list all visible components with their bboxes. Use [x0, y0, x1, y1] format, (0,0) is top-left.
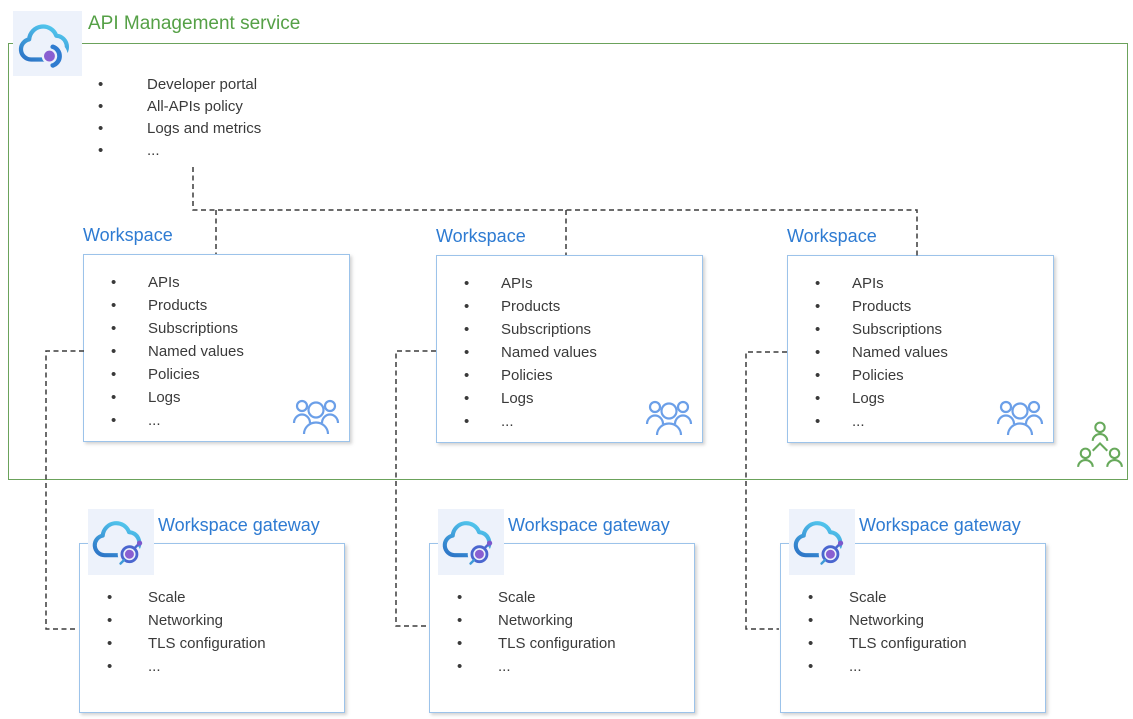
gateway-feature-list: •Scale •Networking •TLS configuration •.… [457, 586, 616, 678]
gateway-cloud-icon [789, 509, 855, 575]
service-title: API Management service [88, 13, 301, 34]
workspace-item-label: Logs [852, 390, 885, 407]
bullet: • [98, 142, 104, 159]
workspace-title: Workspace [436, 226, 526, 246]
list-item: • All-APIs policy [98, 96, 261, 118]
list-item: • Logs and metrics [98, 118, 261, 140]
service-item-label: All-APIs policy [147, 98, 243, 115]
workspace-item-label: Policies [852, 367, 904, 384]
gateway-item-label: Scale [498, 589, 536, 606]
team-people-icon [995, 394, 1045, 436]
workspace-item-label: APIs [852, 275, 884, 292]
gateway-item-label: Networking [849, 612, 925, 629]
workspace-2: Workspace •APIs •Products •Subscriptions… [436, 226, 703, 443]
gateway-item-label: Scale [148, 589, 186, 606]
workspace-box: •APIs •Products •Subscriptions •Named va… [83, 254, 350, 442]
workspace-item-label: Products [501, 298, 561, 315]
workspace-item-label: Policies [148, 366, 200, 383]
workspace-1: Workspace •APIs •Products •Subscriptions… [83, 225, 350, 442]
gateway-item-label: TLS configuration [498, 635, 616, 652]
api-management-icon [13, 11, 82, 76]
workspace-item-label: APIs [501, 275, 533, 292]
api-management-cloud-glyph [18, 23, 69, 71]
gateway-item-label: ... [148, 658, 161, 675]
bullet: • [98, 76, 104, 93]
gateway-item-label: Networking [498, 612, 574, 629]
bullet: • [98, 120, 104, 137]
workspace-item-label: APIs [148, 274, 180, 291]
service-item-label: ... [147, 142, 160, 159]
gateway-feature-list: •Scale •Networking •TLS configuration •.… [107, 586, 266, 678]
workspace-item-label: ... [852, 413, 865, 430]
workspace-item-label: Logs [148, 389, 181, 406]
workspace-feature-list: •APIs •Products •Subscriptions •Named va… [815, 272, 948, 433]
workspace-item-label: Logs [501, 390, 534, 407]
workspace-title: Workspace [83, 225, 173, 245]
gateway-box: •Scale •Networking •TLS configuration •.… [780, 543, 1046, 713]
workspace-box: •APIs •Products •Subscriptions •Named va… [787, 255, 1054, 443]
workspace-item-label: Products [148, 297, 208, 314]
workspace-item-label: Named values [501, 344, 597, 361]
workspace-title: Workspace [787, 226, 877, 246]
service-feature-list: • Developer portal • All-APIs policy • Logs… [98, 74, 261, 162]
list-item: • Developer portal [98, 74, 261, 96]
gateway-title: Workspace gateway [158, 515, 320, 535]
gateway-title: Workspace gateway [508, 515, 670, 535]
workspace-item-label: Named values [852, 344, 948, 361]
service-item-label: Developer portal [147, 76, 258, 93]
gateway-item-label: ... [849, 658, 862, 675]
org-chart-people-icon [1076, 419, 1124, 471]
workspace-box: •APIs •Products •Subscriptions •Named va… [436, 255, 703, 443]
workspace-item-label: Subscriptions [501, 321, 592, 338]
gateway-title: Workspace gateway [859, 515, 1021, 535]
api-management-service-container [8, 43, 1128, 480]
workspace-item-label: Policies [501, 367, 553, 384]
workspace-feature-list: •APIs •Products •Subscriptions •Named va… [111, 271, 244, 432]
gateway-item-label: TLS configuration [148, 635, 266, 652]
workspace-item-label: ... [501, 413, 514, 430]
gateway-feature-list: •Scale •Networking •TLS configuration •.… [808, 586, 967, 678]
workspace-3: Workspace •APIs •Products •Subscriptions… [787, 226, 1054, 443]
workspace-item-label: ... [148, 412, 161, 429]
bullet: • [98, 98, 104, 115]
workspace-item-label: Products [852, 298, 912, 315]
workspace-item-label: Subscriptions [148, 320, 239, 337]
workspace-item-label: Named values [148, 343, 244, 360]
gateway-cloud-icon [88, 509, 154, 575]
gateway-item-label: Networking [148, 612, 224, 629]
gateway-cloud-icon [438, 509, 504, 575]
service-item-label: Logs and metrics [147, 120, 262, 137]
workspace-item-label: Subscriptions [852, 321, 943, 338]
gateway-item-label: ... [498, 658, 511, 675]
gateway-item-label: TLS configuration [849, 635, 967, 652]
gateway-item-label: Scale [849, 589, 887, 606]
list-item: •... [98, 140, 261, 162]
team-people-icon [644, 394, 694, 436]
team-people-icon [291, 393, 341, 435]
workspace-feature-list: •APIs •Products •Subscriptions •Named va… [464, 272, 597, 433]
